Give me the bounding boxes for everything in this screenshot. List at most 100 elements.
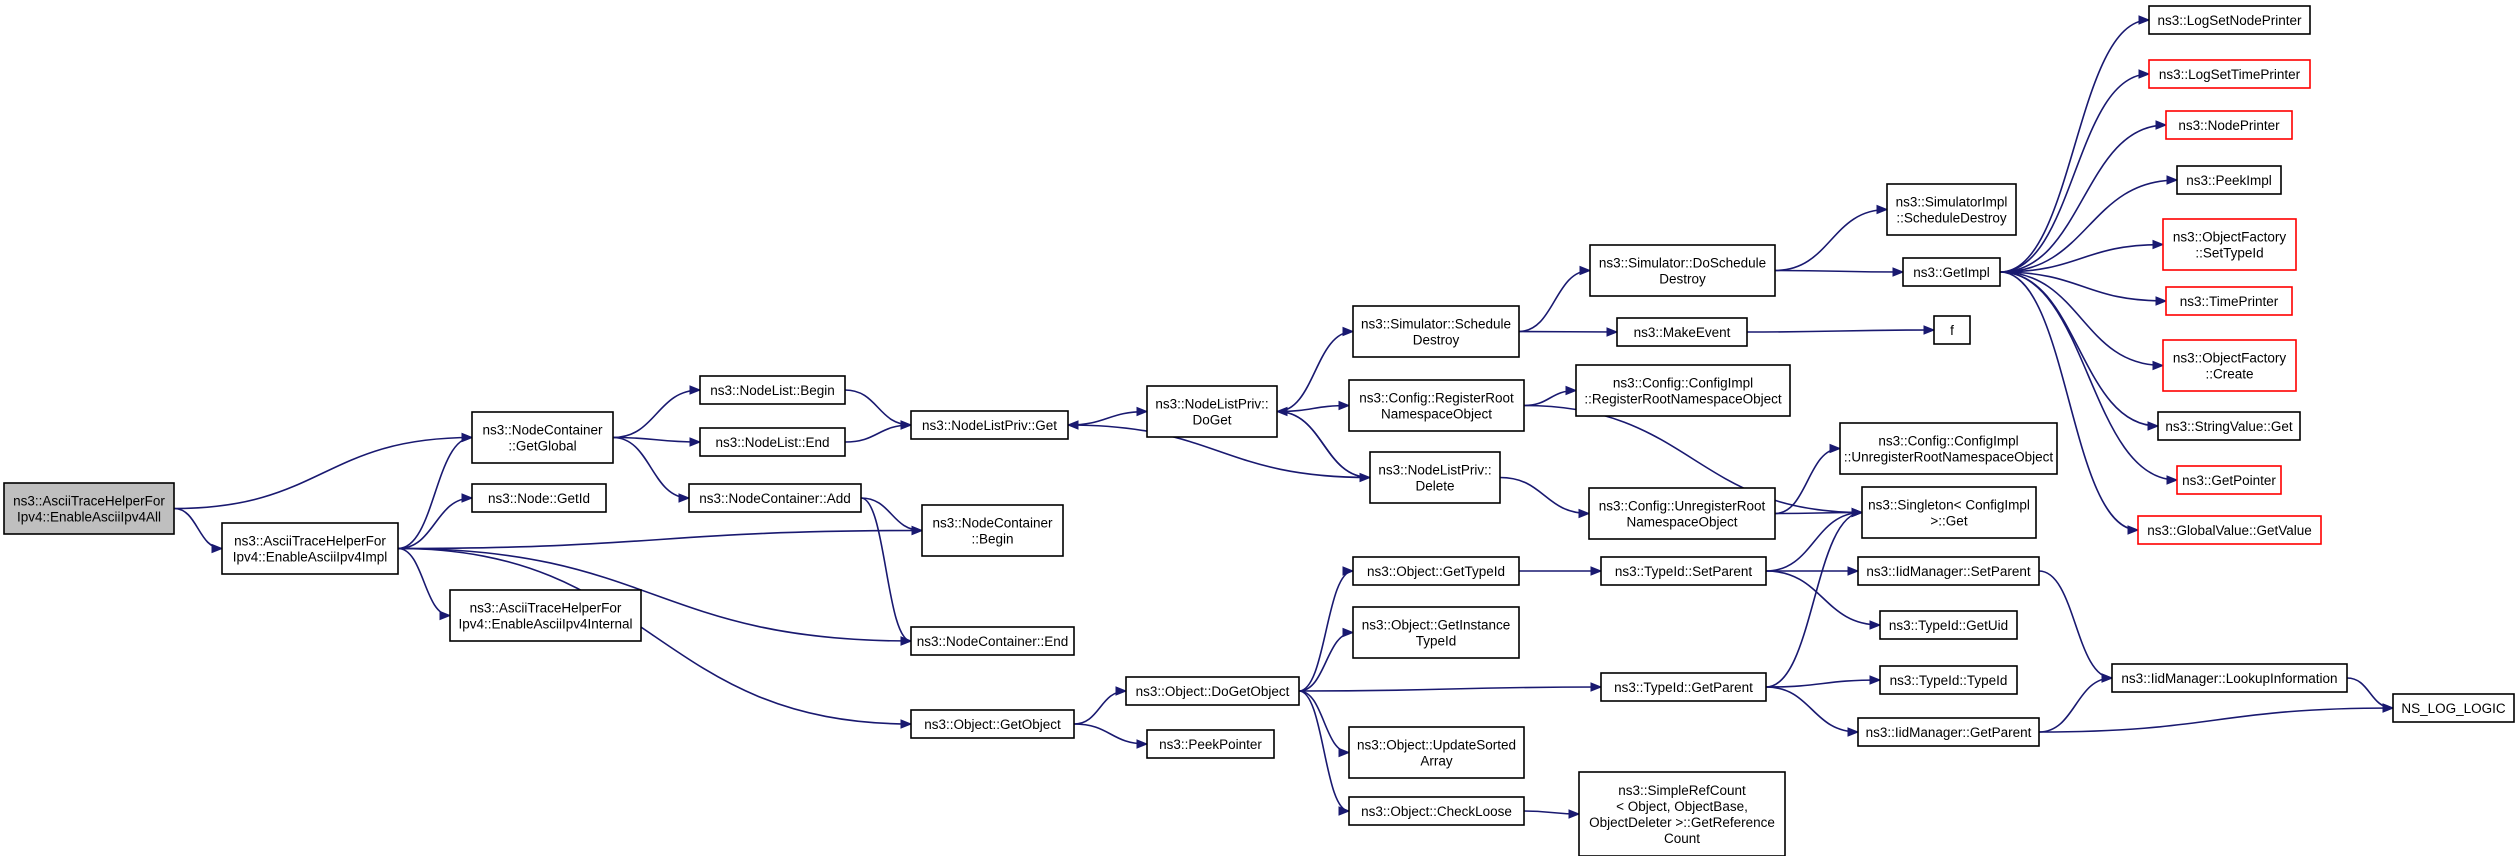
node-box [1886, 183, 2017, 236]
function-node-enableInternal[interactable]: ns3::AsciiTraceHelperForIpv4::EnableAsci… [449, 589, 642, 642]
function-node-nodeGetId[interactable]: ns3::Node::GetId [471, 483, 607, 513]
function-node-typeIdTypeId[interactable]: ns3::TypeId::TypeId [1879, 665, 2018, 695]
function-node-getPointer[interactable]: ns3::GetPointer [2176, 465, 2282, 495]
function-node-iidGetParent[interactable]: ns3::IidManager::GetParent [1857, 717, 2040, 747]
arrowhead [2127, 525, 2140, 535]
node-label-line: ns3::LogSetNodePrinter [2157, 13, 2302, 28]
call-edge-simSchedDestroy-to-simDoSchedDestroy [1518, 269, 1591, 333]
function-node-root[interactable]: ns3::AsciiTraceHelperForIpv4::EnableAsci… [3, 482, 175, 535]
arrowhead [1829, 443, 1842, 454]
function-node-iidLookupInfo[interactable]: ns3::IidManager::LookupInformation [2111, 663, 2348, 693]
arrowhead [1338, 400, 1351, 411]
node-box [1352, 556, 1520, 586]
arrowhead [2382, 703, 2395, 713]
function-node-typeIdGetParent[interactable]: ns3::TypeId::GetParent [1600, 672, 1767, 702]
function-node-nsLogLogic[interactable]: NS_LOG_LOGIC [2392, 693, 2515, 723]
function-node-stringValueGet[interactable]: ns3::StringValue::Get [2157, 411, 2301, 441]
function-node-nlBegin[interactable]: ns3::NodeList::Begin [699, 375, 846, 405]
call-edge-objDoGetObject-to-objUpdateSorted [1298, 690, 1350, 754]
node-box [1861, 486, 2037, 539]
node-label-line: ::Begin [971, 532, 1013, 547]
node-label-line: ::ScheduleDestroy [1896, 211, 2007, 226]
call-edge-enableImpl-to-ncGetGlobal [397, 436, 473, 550]
node-label-line: ns3::NodeContainer [482, 423, 603, 438]
function-node-typeIdSetParent[interactable]: ns3::TypeId::SetParent [1600, 556, 1767, 586]
node-box [1588, 487, 1776, 540]
function-node-objGetTypeId[interactable]: ns3::Object::GetTypeId [1352, 556, 1520, 586]
function-node-nlpDelete[interactable]: ns3::NodeListPriv::Delete [1369, 451, 1501, 504]
arrowhead [1579, 265, 1592, 276]
node-label-line: ns3::TypeId::TypeId [1890, 673, 2008, 688]
function-node-cfgUnregisterRoot[interactable]: ns3::Config::UnregisterRootNamespaceObje… [1588, 487, 1776, 540]
call-edge-root-to-enableImpl [173, 507, 223, 550]
node-label-line: ns3::MakeEvent [1634, 325, 1731, 340]
call-edge-nlpDelete-to-nlpGet [1067, 424, 1371, 479]
node-label-line: ::SetTypeId [2195, 246, 2263, 261]
arrowhead [1847, 727, 1860, 737]
function-node-simSchedDestroy[interactable]: ns3::Simulator::ScheduleDestroy [1352, 305, 1520, 358]
function-node-ncAdd[interactable]: ns3::NodeContainer::Add [688, 483, 862, 513]
arrowhead [1338, 747, 1351, 758]
arrowhead [1869, 675, 1882, 685]
node-label-line: ns3::Object::GetTypeId [1367, 564, 1505, 579]
call-edge-typeIdGetParent-to-iidGetParent [1765, 686, 1859, 733]
function-node-simImplSchedDestroy[interactable]: ns3::SimulatorImpl::ScheduleDestroy [1886, 183, 2017, 236]
arrowhead [900, 420, 913, 430]
function-node-logSetTimePrinter[interactable]: ns3::LogSetTimePrinter [2148, 59, 2311, 89]
arrowhead [1136, 739, 1149, 749]
arrowhead [2152, 239, 2165, 250]
function-node-enableImpl[interactable]: ns3::AsciiTraceHelperForIpv4::EnableAsci… [221, 522, 399, 575]
function-node-makeEvent[interactable]: ns3::MakeEvent [1616, 317, 1748, 347]
node-box [3, 482, 175, 535]
function-node-simpleRefCount[interactable]: ns3::SimpleRefCount< Object, ObjectBase,… [1578, 771, 1786, 856]
node-box [921, 504, 1064, 557]
arrowhead [689, 385, 702, 395]
function-node-ncGetGlobal[interactable]: ns3::NodeContainer::GetGlobal [471, 411, 614, 464]
function-node-nlpGet[interactable]: ns3::NodeListPriv::Get [910, 410, 1069, 440]
function-node-f[interactable]: f [1933, 315, 1971, 345]
call-edge-getImpl-to-logSetNodePrinter [1999, 19, 2150, 273]
arrowhead [461, 432, 474, 443]
call-edge-iidSetParent-to-iidLookupInfo [2038, 570, 2113, 679]
function-node-iidSetParent[interactable]: ns3::IidManager::SetParent [1857, 556, 2040, 586]
function-node-nlpDoGet[interactable]: ns3::NodeListPriv::DoGet [1146, 385, 1278, 438]
node-label-line: ns3::NodeListPriv::Get [922, 418, 1057, 433]
function-node-objFactorySetTypeId[interactable]: ns3::ObjectFactory::SetTypeId [2162, 218, 2297, 271]
function-node-singletonGet[interactable]: ns3::Singleton< ConfigImpl>::Get [1861, 486, 2037, 539]
node-label-line: ns3::Object::GetInstance [1362, 618, 1511, 633]
node-label-line: ns3::IidManager::LookupInformation [2121, 671, 2337, 686]
function-node-objDoGetObject[interactable]: ns3::Object::DoGetObject [1125, 676, 1300, 706]
node-box [2148, 5, 2311, 35]
node-label-line: NamespaceObject [1626, 515, 1737, 530]
node-label-line: ns3::AsciiTraceHelperFor [470, 601, 622, 616]
function-node-typeIdGetUid[interactable]: ns3::TypeId::GetUid [1879, 610, 2018, 640]
call-edge-simDoSchedDestroy-to-getImpl [1774, 269, 1904, 273]
function-node-objCheckLoose[interactable]: ns3::Object::CheckLoose [1348, 796, 1525, 826]
function-node-getImpl[interactable]: ns3::GetImpl [1902, 257, 2001, 287]
function-node-logSetNodePrinter[interactable]: ns3::LogSetNodePrinter [2148, 5, 2311, 35]
node-box [1348, 726, 1525, 779]
function-node-nlEnd[interactable]: ns3::NodeList::End [699, 427, 846, 457]
function-node-peekPointer[interactable]: ns3::PeekPointer [1146, 729, 1275, 759]
edges-layer [173, 15, 2395, 819]
function-node-peekImpl[interactable]: ns3::PeekImpl [2176, 165, 2282, 195]
function-node-ncBegin[interactable]: ns3::NodeContainer::Begin [921, 504, 1064, 557]
node-label-line: DoGet [1192, 413, 1231, 428]
function-node-objFactoryCreate[interactable]: ns3::ObjectFactory::Create [2162, 339, 2297, 392]
node-label-line: ::GetGlobal [508, 439, 576, 454]
function-node-ncEnd[interactable]: ns3::NodeContainer::End [910, 626, 1075, 656]
node-label-line: TypeId [1416, 634, 1457, 649]
node-label-line: Destroy [1659, 272, 1706, 287]
function-node-nodePrinter[interactable]: ns3::NodePrinter [2165, 110, 2293, 140]
function-node-cfgRegisterRoot[interactable]: ns3::Config::RegisterRootNamespaceObject [1348, 379, 1525, 432]
node-label-line: ns3::NodeListPriv:: [1155, 397, 1268, 412]
function-node-objGetObject[interactable]: ns3::Object::GetObject [910, 709, 1075, 739]
function-node-cfgImplRegister[interactable]: ns3::Config::ConfigImpl::RegisterRootNam… [1575, 364, 1791, 417]
function-node-cfgImplUnregister[interactable]: ns3::Config::ConfigImpl::UnregisterRootN… [1839, 422, 2058, 475]
call-edge-getImpl-to-globalValueGetValue [1999, 271, 2139, 531]
function-node-globalValueGetValue[interactable]: ns3::GlobalValue::GetValue [2137, 515, 2322, 545]
function-node-timePrinter[interactable]: ns3::TimePrinter [2165, 286, 2293, 316]
